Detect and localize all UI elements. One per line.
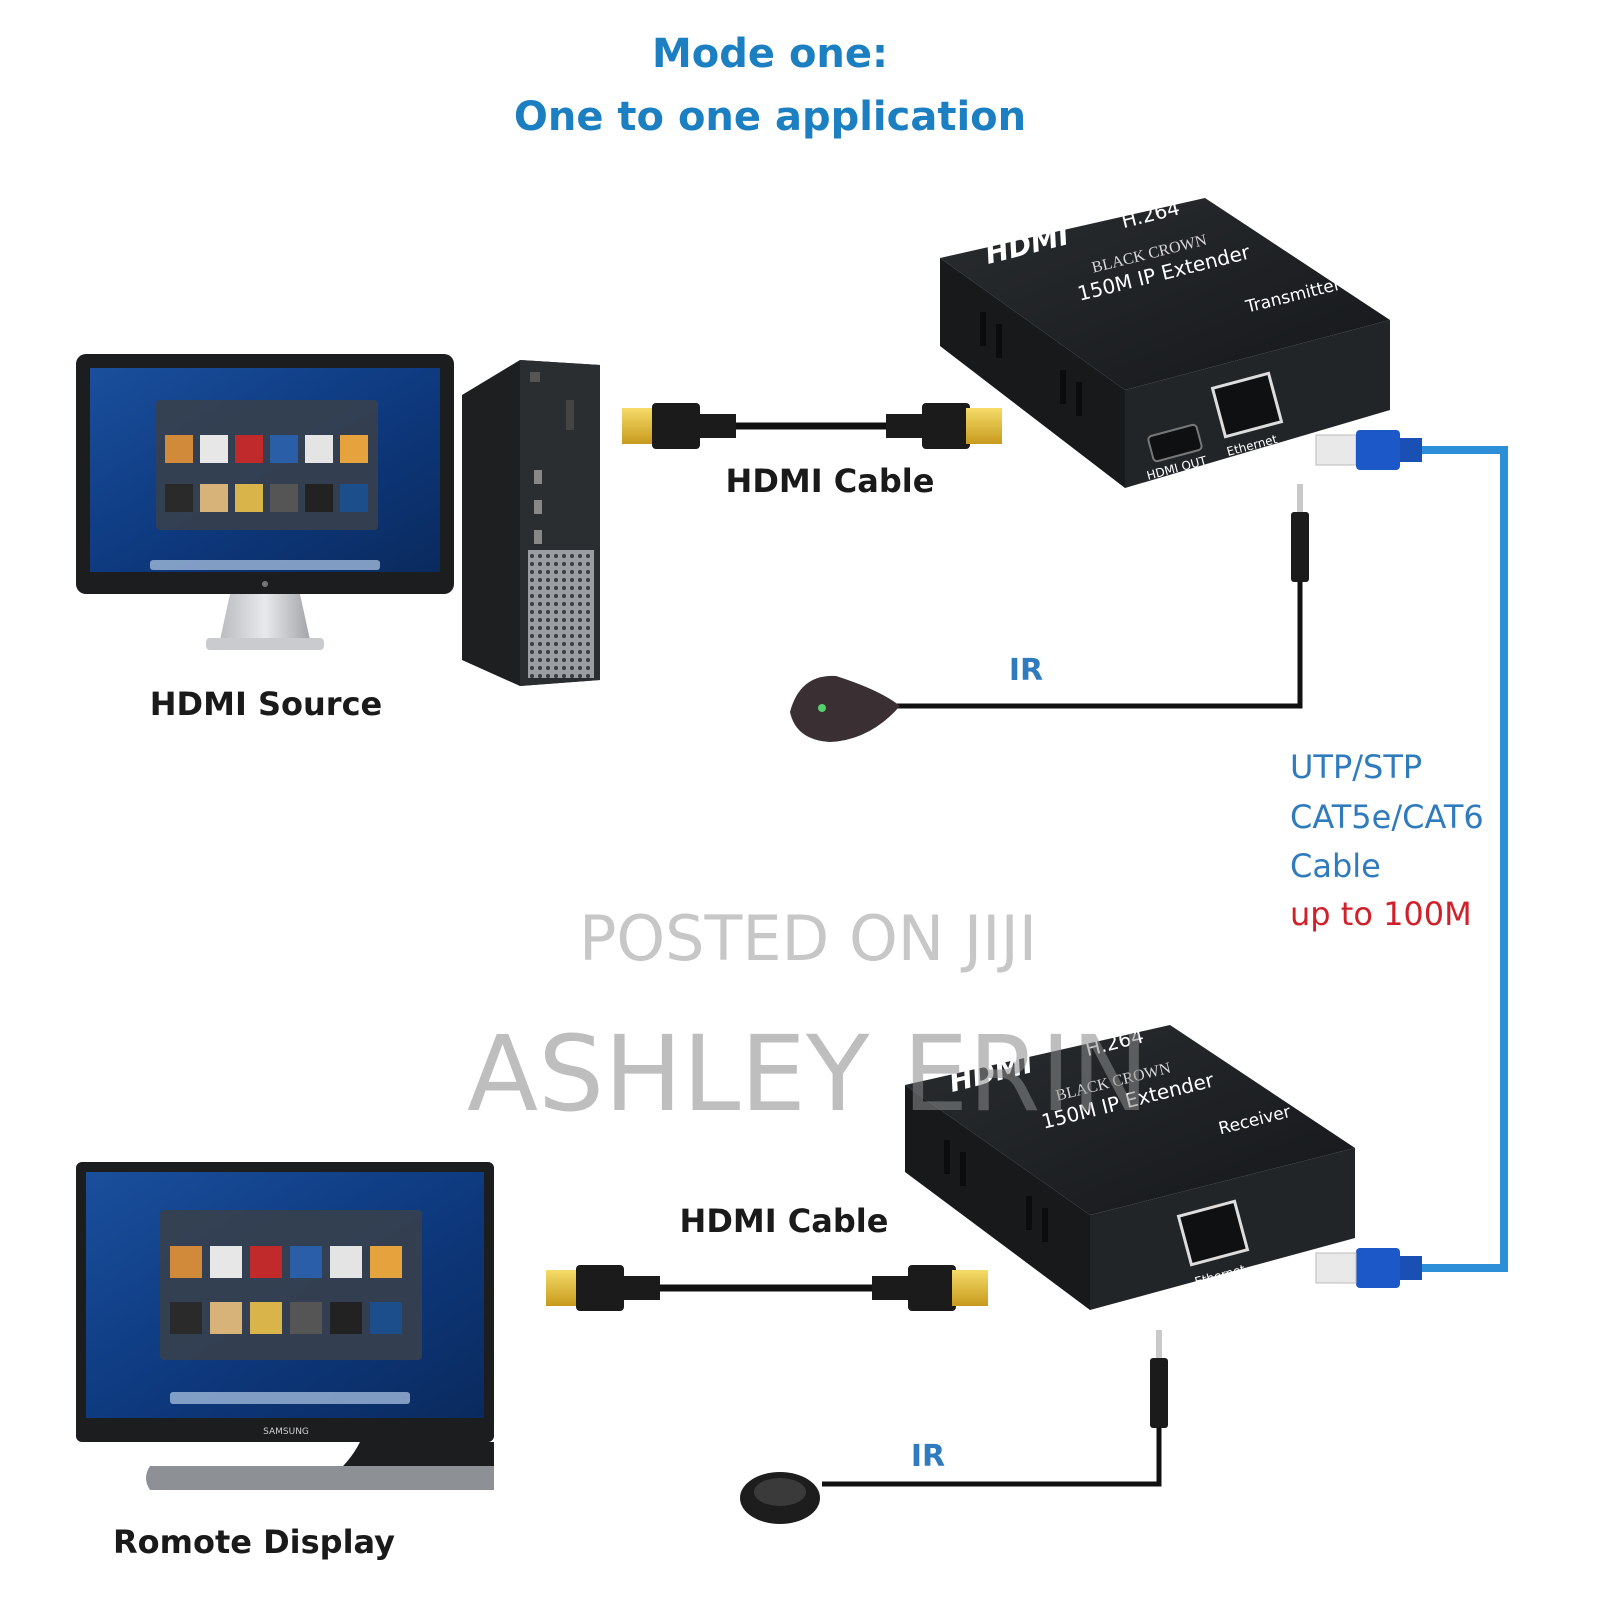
ir-cable-top — [790, 484, 1309, 742]
ir-cable-bottom — [740, 1330, 1168, 1524]
remote-monitor — [76, 1162, 494, 1490]
watermark-line2: ASHLEY ERIN — [467, 1013, 1149, 1135]
title-line2: One to one application — [514, 94, 1026, 140]
ir-label-bottom: IR — [911, 1439, 945, 1474]
hdmi-source-label: HDMI Source — [150, 685, 383, 723]
utp-label-line1: UTP/STP — [1290, 748, 1422, 786]
source-monitor — [76, 354, 454, 650]
watermark-line1: POSTED ON JIJI — [579, 902, 1037, 975]
utp-label-line3: Cable — [1290, 847, 1381, 885]
hdmi-cable-top — [622, 403, 1002, 449]
transmitter-box — [940, 198, 1390, 488]
remote-display-label: Romote Display — [113, 1523, 395, 1561]
receiver-box — [905, 1025, 1355, 1310]
desktop-pc — [462, 360, 600, 686]
network-cable — [1315, 430, 1508, 1288]
ir-label-top: IR — [1009, 653, 1043, 688]
hdmi-cable-bottom — [546, 1265, 988, 1311]
hdmi-cable-label-top: HDMI Cable — [726, 462, 935, 500]
monitor-brand: SAMSUNG — [263, 1427, 309, 1437]
utp-label-line2: CAT5e/CAT6 — [1290, 798, 1484, 836]
hdmi-cable-label-bottom: HDMI Cable — [680, 1202, 889, 1240]
title-line1: Mode one: — [652, 31, 888, 77]
distance-label: up to 100M — [1290, 895, 1472, 933]
